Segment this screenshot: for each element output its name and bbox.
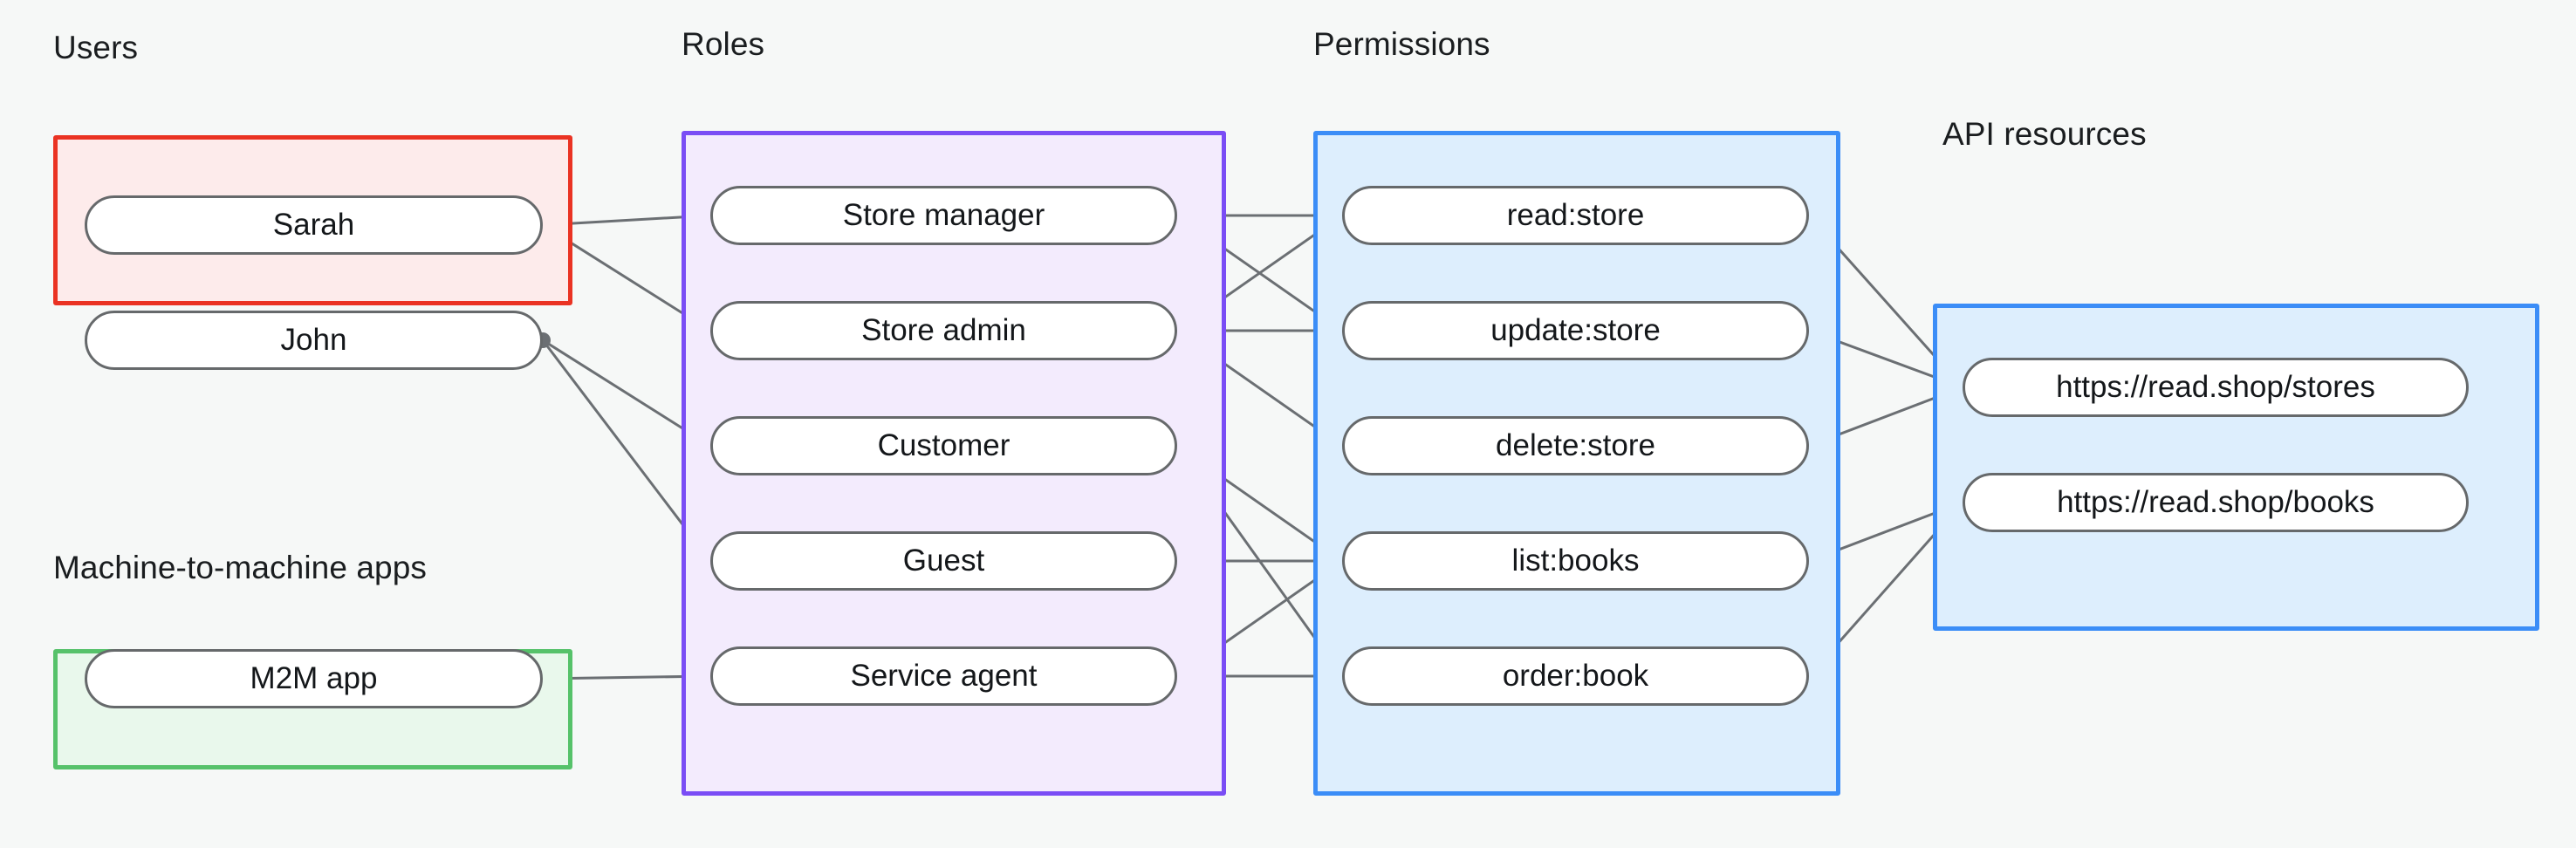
node-store_manager[interactable]: Store manager bbox=[710, 186, 1177, 245]
node-label-john: John bbox=[280, 323, 347, 357]
node-label-store_manager: Store manager bbox=[842, 198, 1045, 232]
node-label-order_book: order:book bbox=[1502, 659, 1649, 693]
group-label-permissions: Permissions bbox=[1313, 26, 1490, 62]
group-label-users: Users bbox=[53, 30, 139, 65]
node-res_books[interactable]: https://read.shop/books bbox=[1963, 473, 2469, 532]
node-john[interactable]: John bbox=[85, 311, 543, 370]
group-label-api: API resources bbox=[1942, 116, 2147, 152]
node-label-delete_store: delete:store bbox=[1496, 428, 1655, 462]
node-label-guest: Guest bbox=[902, 544, 985, 578]
node-label-res_books: https://read.shop/books bbox=[2057, 485, 2374, 519]
node-update_store[interactable]: update:store bbox=[1342, 301, 1809, 360]
node-customer[interactable]: Customer bbox=[710, 416, 1177, 475]
node-label-store_admin: Store admin bbox=[861, 313, 1026, 347]
node-label-m2mapp: M2M app bbox=[250, 661, 378, 695]
node-res_stores[interactable]: https://read.shop/stores bbox=[1963, 358, 2469, 417]
node-sarah[interactable]: Sarah bbox=[85, 195, 543, 255]
group-box-api bbox=[1933, 304, 2539, 631]
node-order_book[interactable]: order:book bbox=[1342, 646, 1809, 706]
group-label-roles: Roles bbox=[682, 26, 765, 62]
node-m2mapp[interactable]: M2M app bbox=[85, 649, 543, 708]
node-guest[interactable]: Guest bbox=[710, 531, 1177, 591]
group-label-m2m: Machine-to-machine apps bbox=[53, 550, 428, 585]
node-label-customer: Customer bbox=[877, 428, 1011, 462]
node-delete_store[interactable]: delete:store bbox=[1342, 416, 1809, 475]
node-store_admin[interactable]: Store admin bbox=[710, 301, 1177, 360]
node-label-service_agent: Service agent bbox=[850, 659, 1038, 693]
node-label-sarah: Sarah bbox=[272, 208, 355, 242]
node-label-list_books: list:books bbox=[1511, 544, 1640, 578]
node-label-read_store: read:store bbox=[1506, 198, 1645, 232]
node-list_books[interactable]: list:books bbox=[1342, 531, 1809, 591]
node-label-res_stores: https://read.shop/stores bbox=[2056, 370, 2375, 404]
node-service_agent[interactable]: Service agent bbox=[710, 646, 1177, 706]
node-read_store[interactable]: read:store bbox=[1342, 186, 1809, 245]
node-label-update_store: update:store bbox=[1490, 313, 1661, 347]
